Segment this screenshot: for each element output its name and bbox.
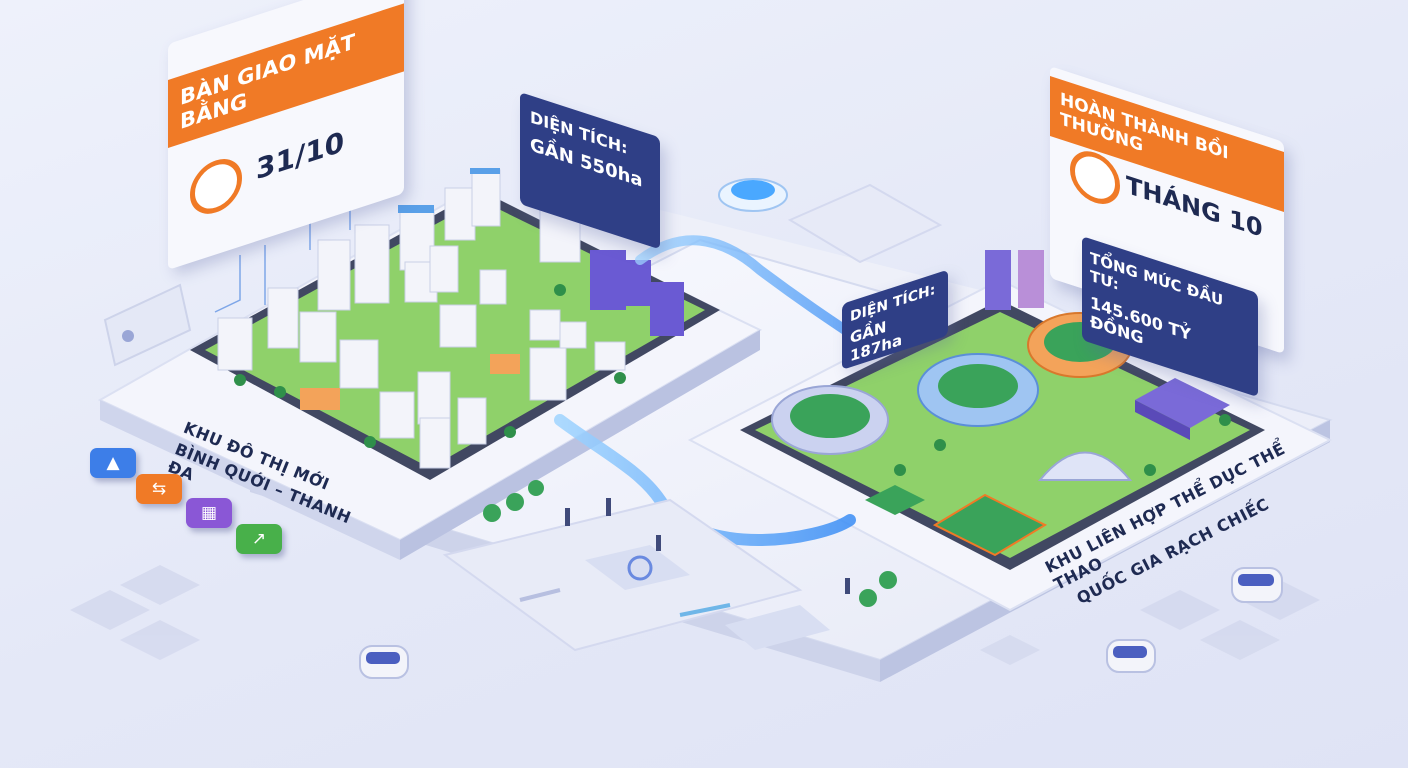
right-card — [787, 183, 943, 264]
map-icon: ▲ — [90, 448, 136, 478]
floor-panels — [442, 498, 830, 652]
growth-chart-icon: ↗ — [236, 524, 282, 554]
handover-date: 31/10 — [256, 124, 345, 187]
side-card — [103, 283, 192, 367]
background-tiles — [70, 565, 1320, 665]
walkway-trees — [483, 480, 897, 607]
road-sign-icon: ⇆ — [136, 474, 182, 504]
urban-buildings — [217, 168, 684, 469]
people — [565, 498, 850, 594]
stadiums — [771, 250, 1231, 557]
clock-icon — [190, 151, 242, 221]
vehicles — [359, 567, 1283, 679]
calendar-icon: ▦ — [186, 498, 232, 528]
